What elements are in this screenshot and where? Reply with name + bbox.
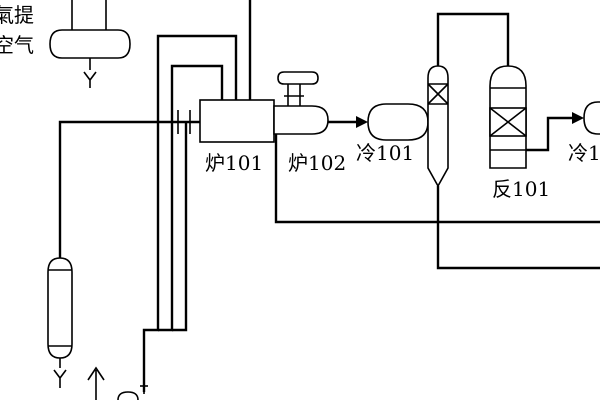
reactor-101	[489, 65, 527, 169]
label-furnace-101: 炉101	[205, 151, 263, 175]
pipe-column-to-reactor	[436, 12, 510, 66]
cooler-2	[583, 101, 600, 135]
pipe-outer-loop	[142, 34, 238, 392]
label-furnace-102: 炉102	[288, 151, 346, 175]
horizontal-drum-top-left	[49, 0, 131, 88]
furnace-102	[273, 71, 329, 135]
cooler-101	[367, 103, 429, 141]
label-reactor-101: 反101	[492, 177, 550, 201]
label-top-left-line2: 空气	[0, 33, 34, 57]
burner-nozzles	[177, 110, 200, 134]
pipe-inner-loop	[158, 64, 224, 332]
label-top-left-line1: 氣提	[0, 3, 34, 27]
pipe-riser-to-furnace	[172, 122, 188, 332]
pipe-reactor-to-cooler2	[526, 116, 576, 152]
arrow-head-icon	[356, 116, 368, 128]
pipe-return-upper	[274, 134, 600, 224]
vertical-vessel-left	[47, 257, 73, 388]
separator-column	[427, 65, 449, 188]
arrow-head-icon	[572, 112, 584, 124]
label-cooler-2: 冷1	[568, 141, 600, 165]
pipe-left-vessel-to-furnace	[58, 120, 200, 258]
furnace-101	[199, 99, 275, 143]
up-arrow-icon	[87, 366, 105, 400]
pipe-column-bottom	[436, 186, 600, 270]
label-cooler-101: 冷101	[356, 141, 414, 165]
